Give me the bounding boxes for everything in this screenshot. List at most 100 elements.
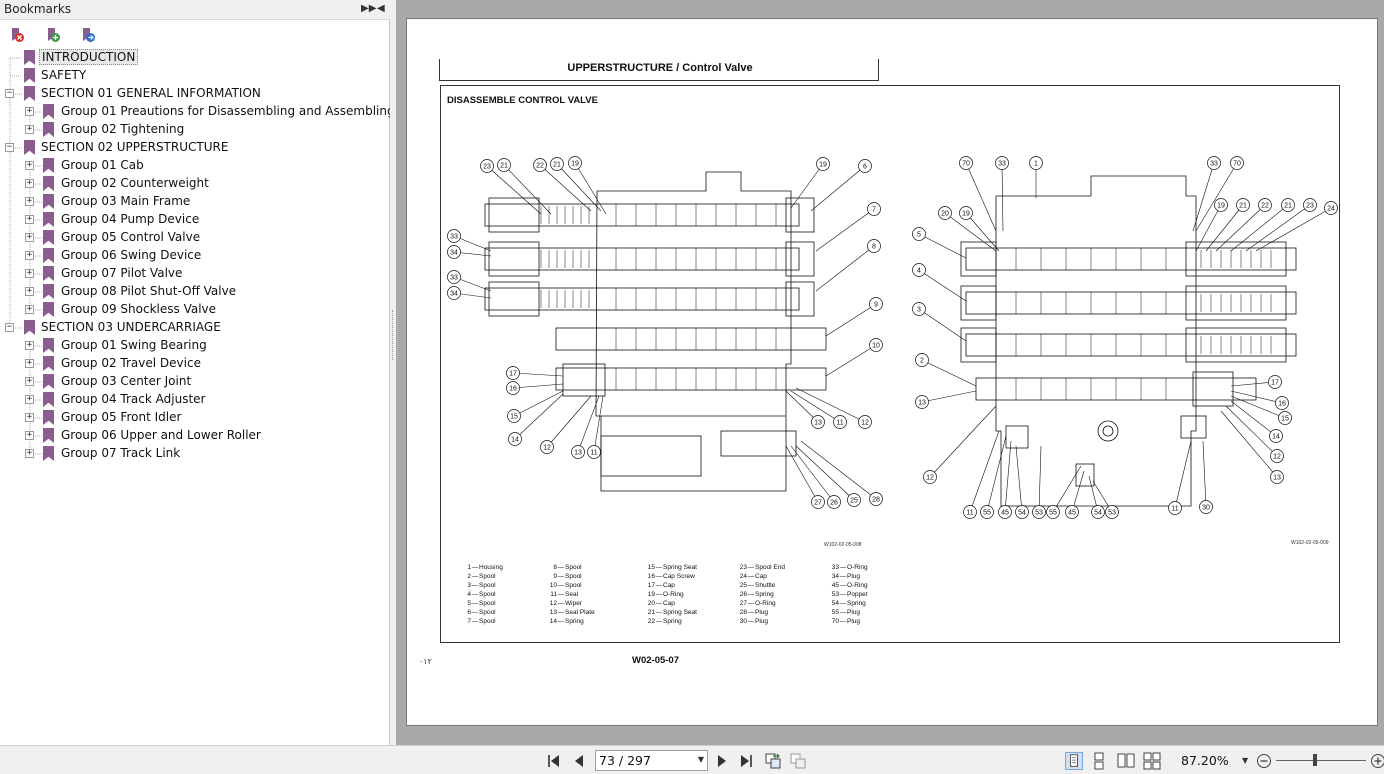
expand-node-icon[interactable]: + (25, 196, 34, 206)
svg-text:21: 21 (1284, 203, 1292, 210)
legend-entry: 16—Cap Screw (647, 573, 695, 580)
expand-node-icon[interactable]: + (25, 448, 34, 458)
expand-bookmark-icon[interactable] (80, 27, 96, 43)
add-bookmark-icon[interactable] (45, 27, 61, 43)
bookmark-item[interactable]: INTRODUCTION (0, 49, 390, 67)
expand-node-icon[interactable]: + (25, 160, 34, 170)
collapse-panel-icon[interactable]: ◀ (377, 3, 385, 14)
expand-node-icon[interactable]: + (25, 106, 34, 116)
svg-text:15: 15 (510, 414, 518, 421)
single-page-view-icon[interactable] (1065, 752, 1083, 770)
collapse-node-icon[interactable]: − (5, 142, 14, 152)
bookmark-item[interactable]: + Group 03 Center Joint (0, 373, 390, 391)
bookmark-item[interactable]: +Group 06 Upper and Lower Roller (0, 427, 390, 445)
panel-options-icon[interactable]: ▶▶ (361, 3, 377, 14)
bookmark-icon (43, 158, 54, 173)
facing-view-icon[interactable] (1117, 752, 1135, 770)
continuous-view-icon[interactable] (1090, 752, 1108, 770)
zoom-dropdown-icon[interactable]: ▼ (1242, 756, 1249, 765)
expand-node-icon[interactable]: + (25, 412, 34, 422)
expand-node-icon[interactable]: + (25, 232, 34, 242)
svg-text:19: 19 (819, 162, 827, 169)
part-callout: 11 (963, 430, 1000, 519)
svg-text:45: 45 (1068, 510, 1076, 517)
bookmark-item[interactable]: +Group 02 Counterweight (0, 175, 390, 193)
bookmark-item[interactable]: +Group 04 Pump Device (0, 211, 390, 229)
panel-splitter[interactable] (390, 0, 396, 745)
bookmark-item[interactable]: +Group 07 Pilot Valve (0, 265, 390, 283)
bookmarks-panel-header: Bookmarks ▶▶ ◀ (0, 0, 390, 20)
page-number-field[interactable]: 73 / 297 ▼ (595, 750, 708, 771)
expand-node-icon[interactable]: + (25, 430, 34, 440)
svg-text:13: 13 (918, 400, 926, 407)
svg-text:19: 19 (1217, 203, 1225, 210)
legend-entry: 14—Spring (549, 618, 584, 625)
first-page-icon[interactable] (545, 752, 563, 770)
expand-node-icon[interactable]: + (25, 286, 34, 296)
bookmark-item[interactable]: −SECTION 03 UNDERCARRIAGE (0, 319, 390, 337)
go-forward-view-icon[interactable] (789, 752, 807, 770)
bookmark-label: Group 03 Center Joint (61, 374, 192, 388)
part-callout: 24 (1255, 201, 1338, 252)
previous-page-icon[interactable] (570, 752, 588, 770)
legend-entry: 34—Plug (831, 573, 861, 580)
svg-text:8: 8 (872, 244, 876, 251)
last-page-icon[interactable] (737, 752, 755, 770)
collapse-node-icon[interactable]: − (5, 88, 14, 98)
bookmark-item[interactable]: +Group 06 Swing Device (0, 247, 390, 265)
bookmark-item[interactable]: +Group 05 Front Idler (0, 409, 390, 427)
expand-node-icon[interactable]: + (25, 124, 34, 134)
expand-node-icon[interactable]: + (25, 214, 34, 224)
bookmark-item[interactable]: +Group 02 Travel Device (0, 355, 390, 373)
zoom-slider-thumb[interactable] (1313, 754, 1317, 766)
bookmark-item[interactable]: SAFETY (0, 67, 390, 85)
bookmark-item[interactable]: + Group 01 Swing Bearing (0, 337, 390, 355)
part-callout: 19 (959, 206, 1000, 252)
continuous-facing-view-icon[interactable] (1143, 752, 1161, 770)
collapse-node-icon[interactable]: − (5, 322, 14, 332)
expand-node-icon[interactable]: + (25, 250, 34, 260)
svg-text:28: 28 (872, 497, 880, 504)
expand-node-icon[interactable]: + (25, 304, 34, 314)
expand-node-icon[interactable]: + (25, 394, 34, 404)
svg-text:12: 12 (1273, 454, 1281, 461)
bookmark-label: Group 01 Swing Bearing (61, 338, 207, 352)
part-callout: 55 (980, 435, 1007, 519)
bookmark-item[interactable]: −SECTION 01 GENERAL INFORMATION (0, 85, 390, 103)
svg-text:33: 33 (450, 234, 458, 241)
legend-entry: 24—Cap (739, 573, 767, 580)
zoom-out-icon[interactable] (1255, 752, 1273, 770)
legend-entry: 45—O-Ring (831, 582, 868, 589)
bookmark-item[interactable]: +Group 08 Pilot Shut-Off Valve (0, 283, 390, 301)
bookmark-item[interactable]: +Group 04 Track Adjuster (0, 391, 390, 409)
svg-text:17: 17 (509, 371, 517, 378)
bookmark-item[interactable]: −SECTION 02 UPPERSTRUCTURE (0, 139, 390, 157)
svg-text:12: 12 (861, 420, 869, 427)
expand-node-icon[interactable]: + (25, 358, 34, 368)
expand-node-icon[interactable]: + (25, 178, 34, 188)
expand-node-icon[interactable]: + (25, 376, 34, 386)
bookmark-item[interactable]: +Group 01 Preautions for Disassembling a… (0, 103, 395, 121)
part-callout: 15 (507, 390, 564, 423)
chevron-down-icon[interactable]: ▼ (697, 755, 704, 764)
expand-node-icon[interactable]: + (25, 340, 34, 350)
bookmark-label: Group 09 Shockless Valve (61, 302, 217, 316)
part-callout: 28 (800, 440, 883, 506)
bookmark-item[interactable]: +Group 02 Tightening (0, 121, 390, 139)
go-back-view-icon[interactable] (764, 752, 782, 770)
bookmark-item[interactable]: +Group 01 Cab (0, 157, 390, 175)
bookmark-item[interactable]: + Group 09 Shockless Valve (0, 301, 390, 319)
zoom-in-icon[interactable] (1369, 752, 1384, 770)
bookmark-item[interactable]: +Group 03 Main Frame (0, 193, 390, 211)
expand-node-icon[interactable]: + (25, 268, 34, 278)
next-page-icon[interactable] (713, 752, 731, 770)
delete-bookmark-icon[interactable] (9, 27, 25, 43)
zoom-level[interactable]: 87.20% (1181, 753, 1229, 768)
svg-text:22: 22 (536, 163, 544, 170)
bookmark-item[interactable]: + Group 05 Control Valve (0, 229, 390, 247)
document-view[interactable]: UPPERSTRUCTURE / Control Valve (396, 0, 1384, 745)
bookmark-label: Group 05 Control Valve (61, 230, 201, 244)
bookmark-item[interactable]: +Group 07 Track Link (0, 445, 390, 463)
zoom-slider-track[interactable] (1276, 760, 1366, 761)
